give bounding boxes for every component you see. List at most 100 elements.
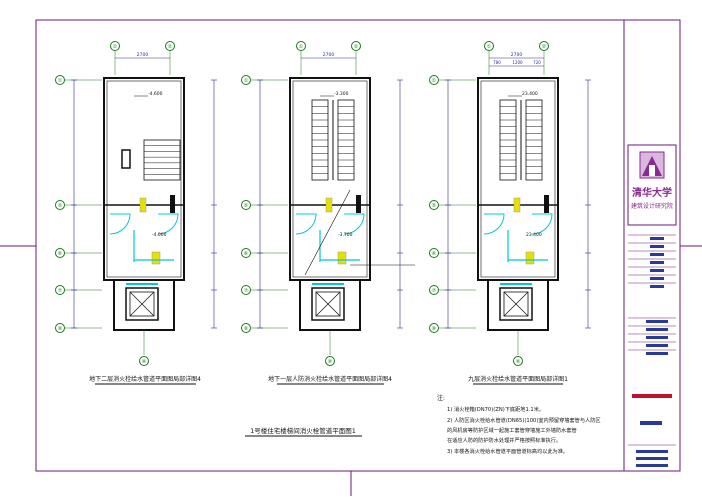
level-mark: -3.300 — [334, 91, 349, 97]
axis-left-2-circle — [55, 248, 65, 258]
axis-left-4-circle — [55, 323, 65, 333]
axis-left-3: ⑦ — [244, 288, 249, 294]
axis-bottom-circle — [139, 356, 149, 366]
axis-left-4: ⑧ — [58, 326, 63, 332]
notes: 注: 1) 消火栓箱(DN70)(ZN)下底距地1.1米。 2) 人防区消火栓给… — [437, 394, 601, 455]
elevator-car — [315, 291, 341, 317]
axis-left-0: ① — [432, 78, 437, 84]
elevator-shaft — [499, 287, 533, 321]
elevator-car — [129, 291, 155, 317]
axis-bottom: ⑧ — [516, 359, 521, 365]
tb-field — [636, 457, 668, 460]
note-2: 2) 人防区消火栓给水管道(DN65)(100)室内预留穿墙套管与人防区 — [447, 416, 601, 424]
axis-left-2-circle — [429, 248, 439, 258]
axis-left-4: ⑧ — [432, 326, 437, 332]
axis-left-1-circle — [55, 200, 65, 210]
tb-field — [650, 245, 664, 248]
axis-top-a-circle — [296, 41, 306, 51]
tb-field — [636, 450, 668, 453]
axis-left-0: ① — [244, 78, 249, 84]
university-logo-icon — [639, 151, 665, 179]
door-swing-icon — [343, 213, 365, 235]
dim-sub: 1200 — [512, 60, 523, 65]
axis-left-3-circle — [55, 285, 65, 295]
stairwell-wall — [477, 77, 559, 281]
axis-top-a: ① — [487, 44, 492, 50]
tb-field — [650, 253, 664, 256]
elevator-shaft — [125, 287, 159, 321]
riser-block — [356, 195, 361, 213]
note-5: 3) 本楼各消火栓给水管道平面管道标高均以此为准。 — [447, 447, 568, 455]
door-swing-icon — [109, 213, 131, 235]
sheet-border — [35, 19, 681, 472]
axis-left-3: ⑦ — [432, 288, 437, 294]
axis-bottom-circle — [513, 356, 523, 366]
title-block: 清华大学 建筑设计研究院 — [623, 20, 677, 471]
hydrant-cabinet-icon — [325, 197, 333, 213]
dim-top: 2700 — [137, 52, 149, 58]
hydrant-cabinet-icon — [525, 251, 535, 265]
tb-field — [650, 261, 664, 264]
hydrant-cabinet-icon — [139, 197, 147, 213]
tb-drawing-name — [640, 421, 662, 425]
axis-top-a: ① — [113, 44, 118, 50]
elevator-car — [503, 291, 529, 317]
tb-title-red — [632, 394, 672, 398]
tb-field — [650, 237, 664, 240]
level-mark: 23.400 — [522, 91, 538, 97]
axis-bottom: ⑧ — [328, 359, 333, 365]
stairwell-inner — [480, 80, 556, 278]
axis-left-1: ⑤ — [432, 203, 436, 209]
school-name: 清华大学 — [632, 186, 672, 199]
axis-top-a: ① — [299, 44, 304, 50]
elevator-cross — [315, 291, 341, 317]
leader-line — [304, 189, 351, 276]
axis-left-1-circle — [241, 200, 251, 210]
plan-title-3: 九层消火栓给水管道平面图局部详图1 — [468, 375, 568, 383]
elevator-cross — [129, 291, 155, 317]
level-mark: -4.000 — [152, 232, 167, 238]
axis-bottom: ⑧ — [142, 359, 147, 365]
plan-title-2: 地下一层人防消火栓给水管道平面图局部详图4 — [268, 375, 392, 383]
door-swing-icon — [295, 213, 317, 235]
group-title: 1号楼住宅楼梯间消火栓管道平面图1 — [250, 426, 356, 435]
axis-top-b: ② — [168, 44, 173, 50]
tb-field — [646, 320, 668, 323]
axis-top-b-circle — [165, 41, 175, 51]
axis-top-b: ② — [542, 44, 547, 50]
axis-left-1-circle — [429, 200, 439, 210]
stairwell-inner — [106, 80, 182, 278]
axis-left-0: ① — [58, 78, 63, 84]
axis-left-2: ⑥ — [244, 251, 249, 257]
note-3: 的风机房等防护区域一起施工套管穿墙施工外墙防水套管 — [447, 426, 577, 434]
tb-field — [646, 328, 668, 331]
axis-top-b-circle — [351, 41, 361, 51]
riser-block — [170, 195, 175, 213]
axis-left-0-circle — [429, 75, 439, 85]
hydrant-cabinet-icon — [513, 197, 521, 213]
tb-field — [650, 285, 664, 288]
tb-field — [646, 352, 668, 355]
hydrant-cabinet-icon — [337, 251, 347, 265]
axis-top-b-circle — [539, 41, 549, 51]
axis-left-4-circle — [241, 323, 251, 333]
axis-left-3-circle — [429, 285, 439, 295]
door-swing-icon — [531, 213, 553, 235]
note-4: 在适应人防的防护防水处理并严格按照标准执行。 — [447, 436, 561, 444]
tb-field — [646, 336, 668, 339]
axis-left-0-circle — [241, 75, 251, 85]
tb-field — [650, 269, 664, 272]
level-mark: 23.400 — [526, 232, 542, 238]
tb-field — [650, 277, 664, 280]
axis-top-a-circle — [484, 41, 494, 51]
elevator-shaft — [311, 287, 345, 321]
axis-left-4-circle — [429, 323, 439, 333]
axis-left-3-circle — [241, 285, 251, 295]
riser-block — [544, 195, 549, 213]
axis-left-1: ⑤ — [244, 203, 248, 209]
stairwell-inner — [292, 80, 368, 278]
stairwell-wall — [289, 77, 371, 281]
dim-top: 2700 — [323, 52, 335, 58]
